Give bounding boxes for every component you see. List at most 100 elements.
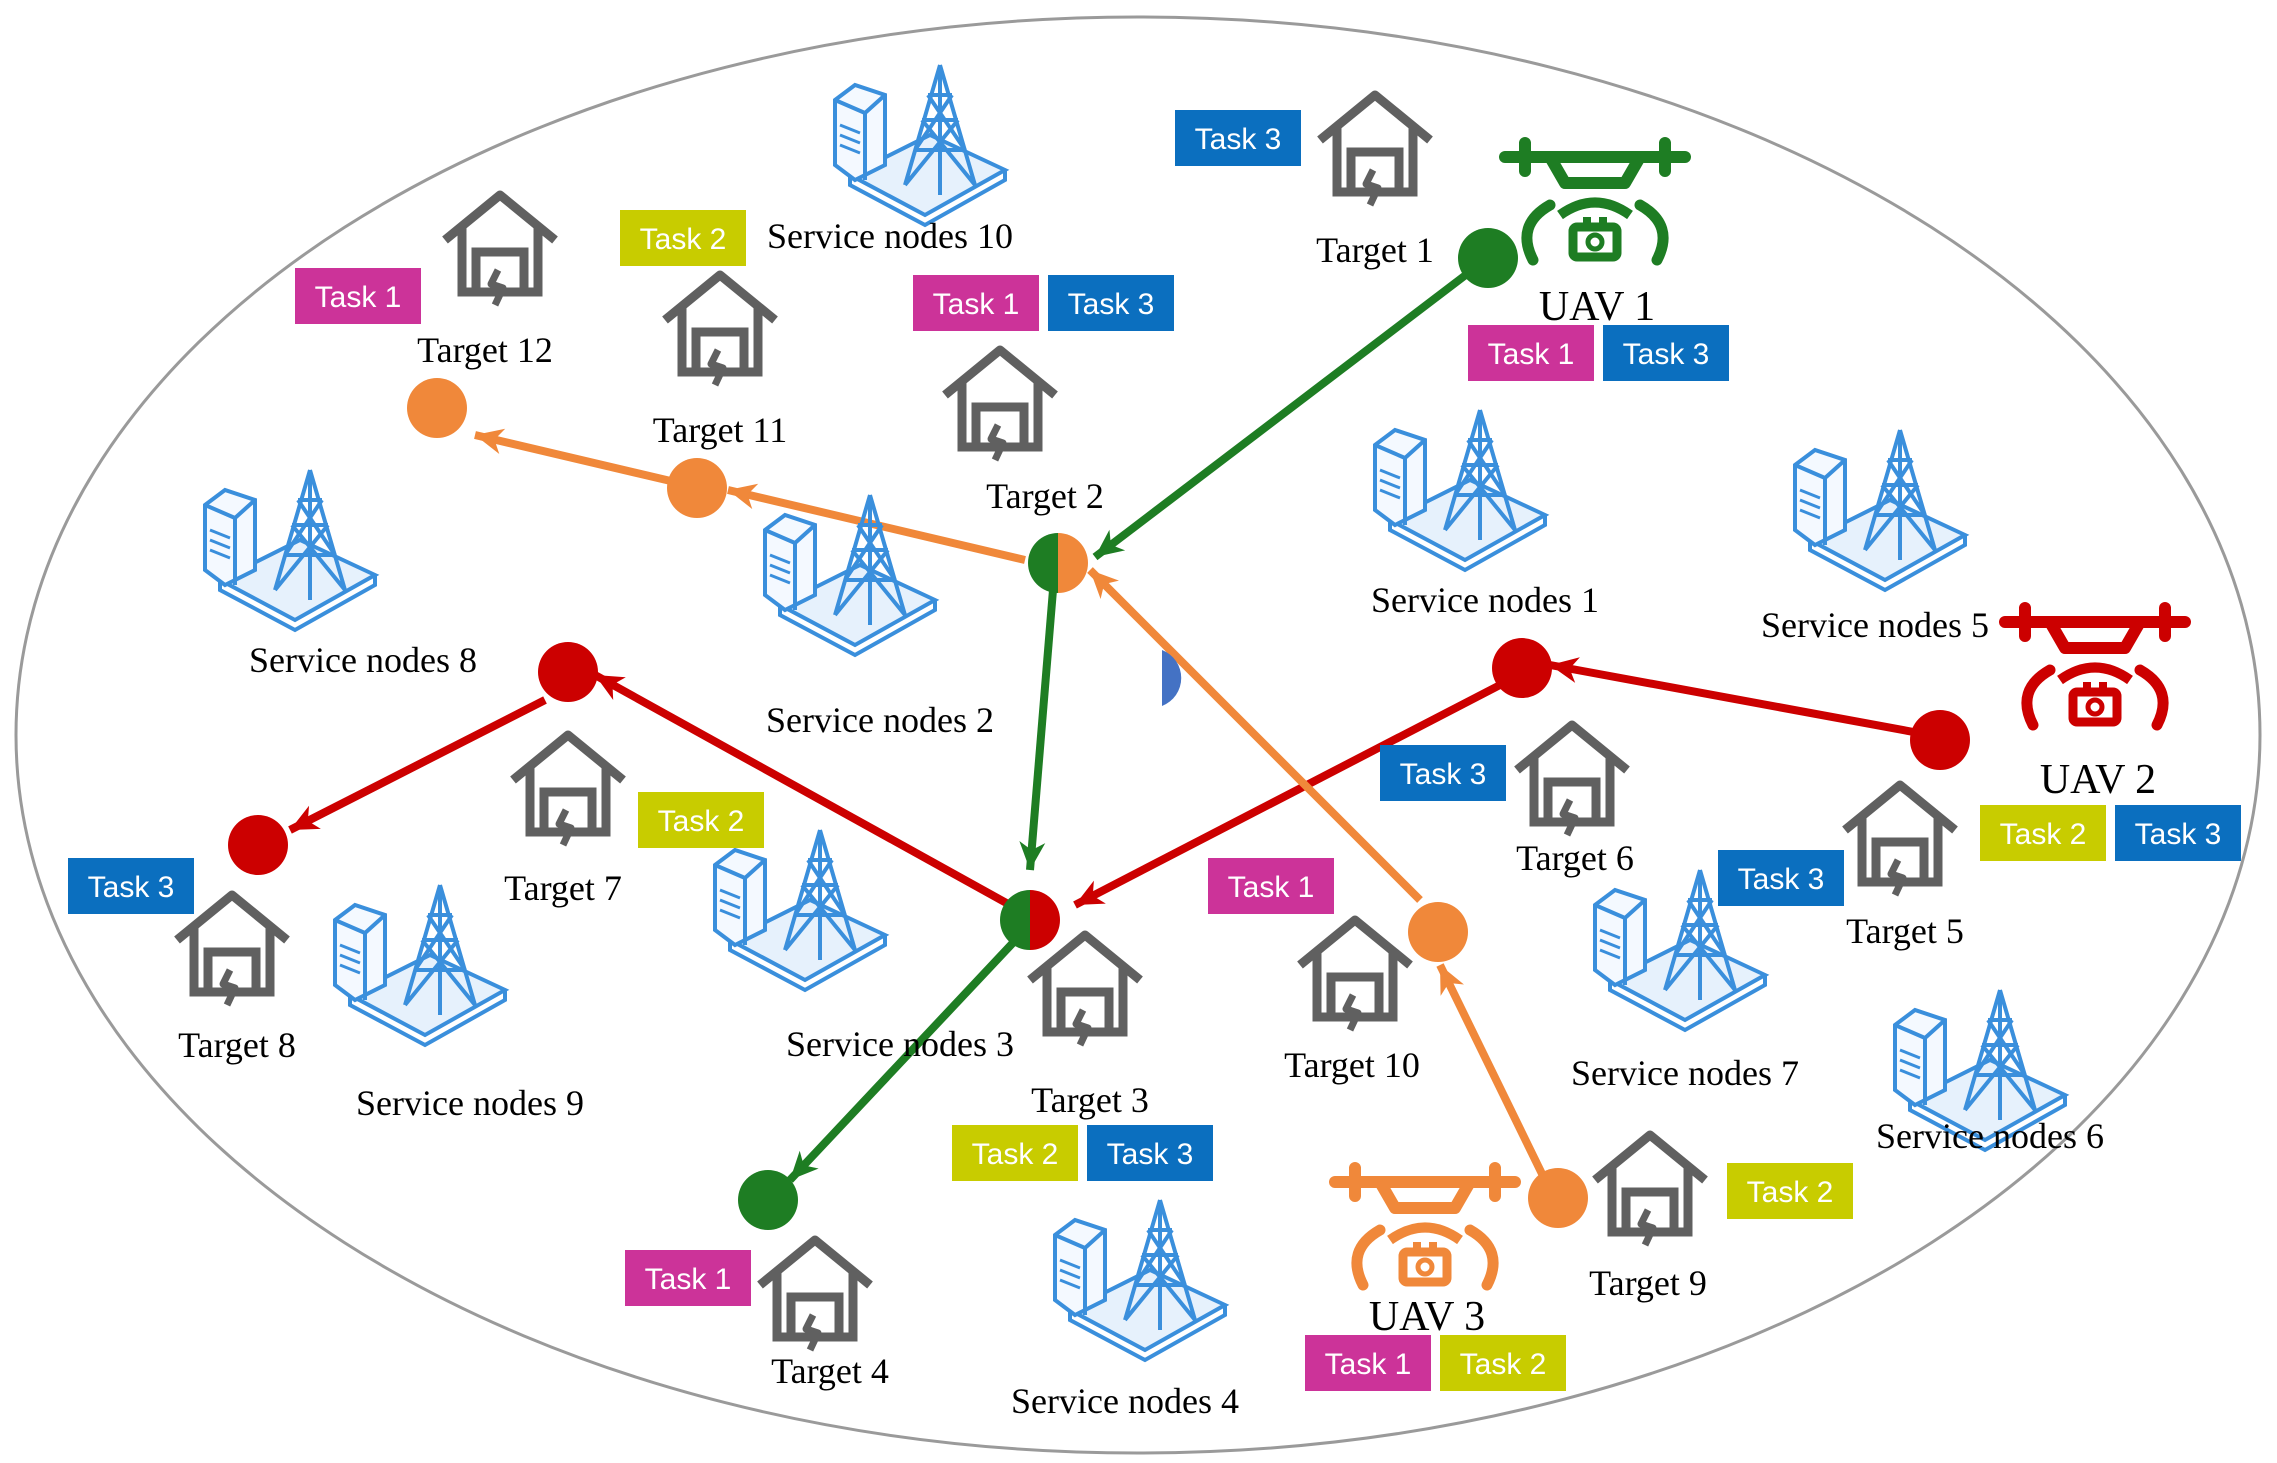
house-icon: [1030, 935, 1140, 1045]
service-node-6: Service nodes 6: [1876, 988, 2104, 1156]
target-6: Target 6: [1516, 725, 1634, 878]
service-tower-icon: [203, 468, 377, 632]
target-5: Target 5: [1845, 785, 1964, 951]
waypoint-uav2-target6: [1492, 638, 1552, 698]
routes-layer: [288, 254, 1931, 1183]
task-badge-label: Task 1: [1228, 871, 1315, 904]
waypoint-target3-shared: [1000, 890, 1060, 950]
task-badge-label: Task 1: [1488, 338, 1575, 371]
target-10-task-1: Task 1: [1208, 858, 1334, 914]
waypoint-right-half: [1030, 890, 1060, 950]
task-badge-bg: [1727, 1163, 1853, 1219]
target-3: Target 3: [1030, 935, 1149, 1120]
uav-3-task-1: Task 1: [1305, 1335, 1431, 1391]
route-uav2-seg1: [1549, 657, 1931, 739]
uav-1-task-1: Task 1: [1468, 325, 1594, 381]
house-icon: [665, 275, 775, 385]
task-badge-label: Task 3: [1738, 863, 1825, 896]
route-uav2-seg4: [288, 696, 547, 834]
service-node-label: Service nodes 3: [786, 1024, 1014, 1064]
waypoint-uav2-target7: [538, 642, 598, 702]
target-7-task-1: Task 2: [638, 792, 764, 848]
task-badge-label: Task 2: [1747, 1176, 1834, 1209]
target-label: Target 3: [1031, 1080, 1149, 1120]
service-node-9: Service nodes 9: [333, 883, 584, 1123]
service-node-label: Service nodes 6: [1876, 1116, 2104, 1156]
uav-1: UAV 1: [1505, 143, 1685, 330]
target-4-task-1: Task 1: [625, 1250, 751, 1306]
target-label: Target 7: [504, 868, 622, 908]
service-node-label: Service nodes 8: [249, 640, 477, 680]
service-tower-icon: [1373, 408, 1547, 572]
target-2: Target 2: [945, 350, 1104, 516]
route-uav3-seg2: [1087, 567, 1423, 903]
service-node-label: Service nodes 1: [1371, 580, 1599, 620]
waypoint-uav1-target4: [738, 1170, 798, 1230]
house-icon: [1845, 785, 1955, 895]
task-badge-label: Task 3: [1107, 1138, 1194, 1171]
target-11-task-1: Task 2: [620, 210, 746, 266]
task-badge-bg: [1087, 1125, 1213, 1181]
waypoint-uav2-start: [1910, 710, 1970, 770]
service-tower-icon: [1053, 1198, 1227, 1362]
waypoint-right-half: [1058, 533, 1088, 593]
service-tower-icon: [713, 828, 887, 992]
waypoint-uav1-start: [1458, 228, 1518, 288]
target-6-task-1: Task 3: [1380, 745, 1506, 801]
service-node-4: Service nodes 4: [1011, 1198, 1239, 1421]
route-uav1-seg3: [787, 927, 1028, 1183]
task-badge-bg: [1980, 805, 2106, 861]
target-2-task-1: Task 1: [913, 275, 1039, 331]
route-uav2-seg2: [1073, 681, 1502, 909]
waypoint-uav3-target11: [667, 458, 727, 518]
target-5-task-1: Task 3: [1718, 850, 1844, 906]
half-marker: [1162, 650, 1182, 706]
target-label: Target 4: [771, 1351, 889, 1391]
target-9-task-1: Task 2: [1727, 1163, 1853, 1219]
task-badge-bg: [1208, 858, 1334, 914]
task-badge-label: Task 2: [640, 223, 727, 256]
task-badge-bg: [68, 858, 194, 914]
target-9: Target 9: [1589, 1135, 1707, 1303]
service-tower-icon: [333, 883, 507, 1047]
house-icon: [760, 1240, 870, 1350]
task-badge-label: Task 2: [1460, 1348, 1547, 1381]
drone-icon: [1505, 143, 1685, 260]
waypoint-left-half: [1000, 890, 1030, 950]
route-uav3-seg1: [1436, 963, 1549, 1182]
task-badge-label: Task 3: [2135, 818, 2222, 851]
route-uav1-seg1: [1092, 254, 1491, 561]
uav-label: UAV 3: [1369, 1294, 1485, 1340]
task-badge-label: Task 2: [658, 805, 745, 838]
target-7: Target 7: [504, 735, 623, 908]
route-uav3-seg4: [474, 428, 676, 486]
uav-2-task-2: Task 3: [2115, 805, 2241, 861]
task-badge-label: Task 3: [1400, 758, 1487, 791]
service-tower-icon: [833, 63, 1007, 227]
service-node-label: Service nodes 10: [767, 216, 1013, 256]
service-tower-icon: [1793, 428, 1967, 592]
service-node-1: Service nodes 1: [1371, 408, 1599, 620]
route-uav1-seg2: [1019, 589, 1057, 871]
house-icon: [1300, 920, 1410, 1030]
drone-icon: [2005, 608, 2185, 725]
service-node-label: Service nodes 9: [356, 1083, 584, 1123]
uav-1-task-2: Task 3: [1603, 325, 1729, 381]
waypoint-uav3-target12: [407, 378, 467, 438]
service-node-5: Service nodes 5: [1761, 428, 1989, 645]
target-3-task-2: Task 3: [1087, 1125, 1213, 1181]
waypoint-uav3-target10: [1408, 902, 1468, 962]
house-icon: [1517, 725, 1627, 835]
target-label: Target 1: [1316, 230, 1434, 270]
service-node-10: Service nodes 10: [767, 63, 1013, 256]
uav-2-task-1: Task 2: [1980, 805, 2106, 861]
task-badge-bg: [1048, 275, 1174, 331]
target-3-task-1: Task 2: [952, 1125, 1078, 1181]
uav-label: UAV 2: [2040, 757, 2156, 803]
target-label: Target 11: [653, 410, 787, 450]
service-node-label: Service nodes 2: [766, 700, 994, 740]
house-icon: [445, 195, 555, 305]
task-badge-label: Task 2: [972, 1138, 1059, 1171]
waypoint-uav2-target8: [228, 815, 288, 875]
